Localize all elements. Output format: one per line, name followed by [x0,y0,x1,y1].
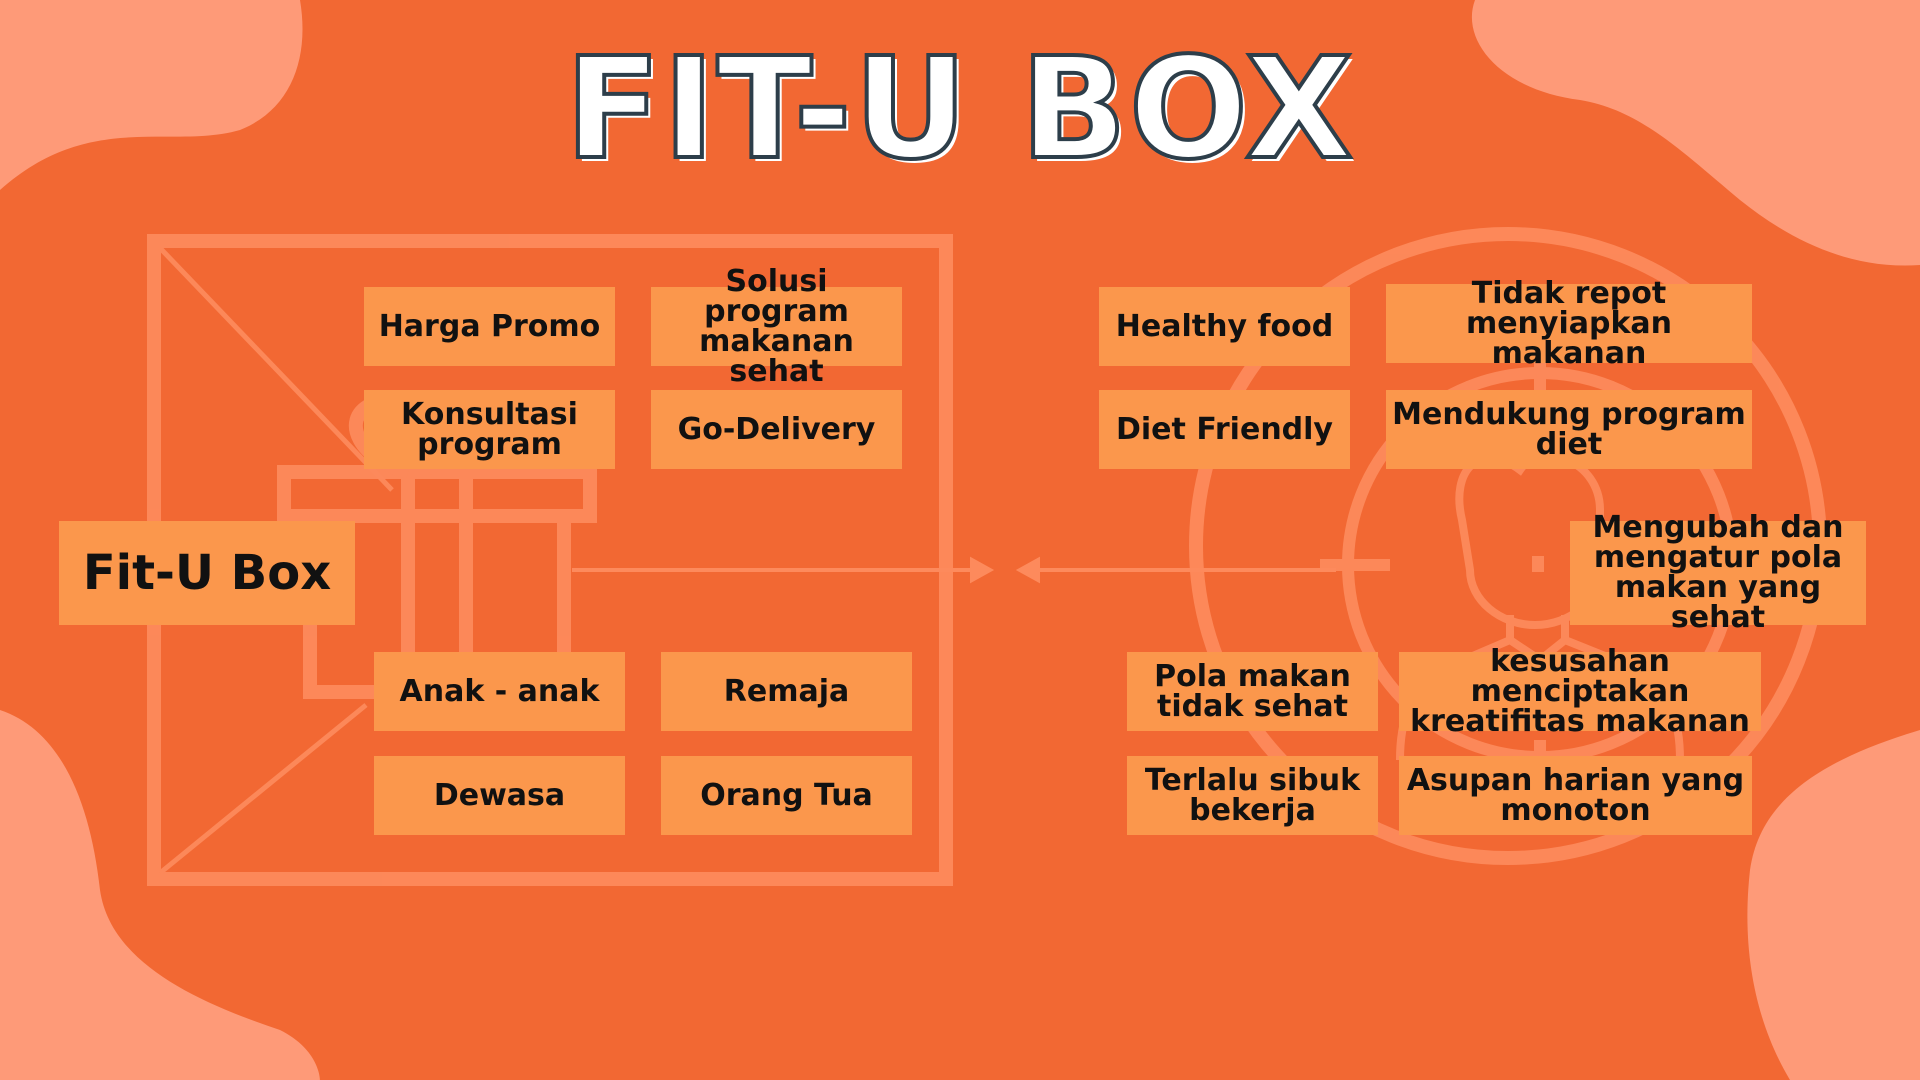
gain-box: Tidak repot menyiapkan makanan [1386,278,1752,368]
customer-segment-box: Dewasa [374,756,625,835]
pain-box: Asupan harian yang monoton [1399,756,1752,835]
pain-box: Terlalu sibuk bekerja [1127,756,1378,835]
blob-bottom-left [0,710,320,1080]
page-title: FIT-U BOX [563,28,1355,191]
customer-segment-box: Orang Tua [661,756,912,835]
center-label: Fit-U Box [59,521,355,625]
customer-segment-box: Anak - anak [374,652,625,731]
value-proposition-box: Solusi program makanan sehat [651,266,902,386]
value-proposition-box: Harga Promo [364,287,615,366]
pain-box: kesusahan menciptakan kreatifitas makana… [1399,646,1761,736]
value-proposition-box: Go-Delivery [651,390,902,469]
gain-box: Mendukung program diet [1386,390,1752,469]
gain-box: Diet Friendly [1099,390,1350,469]
pain-box: Pola makan tidak sehat [1127,652,1378,731]
blob-top-left [0,0,303,190]
arrows [572,556,1336,584]
gain-box: Healthy food [1099,287,1350,366]
value-proposition-box: Konsultasi program [364,390,615,469]
blob-bottom-right [1747,730,1920,1080]
customer-job-box: Mengubah dan mengatur pola makan yang se… [1570,513,1866,633]
blob-top-right [1471,0,1920,266]
customer-segment-box: Remaja [661,652,912,731]
